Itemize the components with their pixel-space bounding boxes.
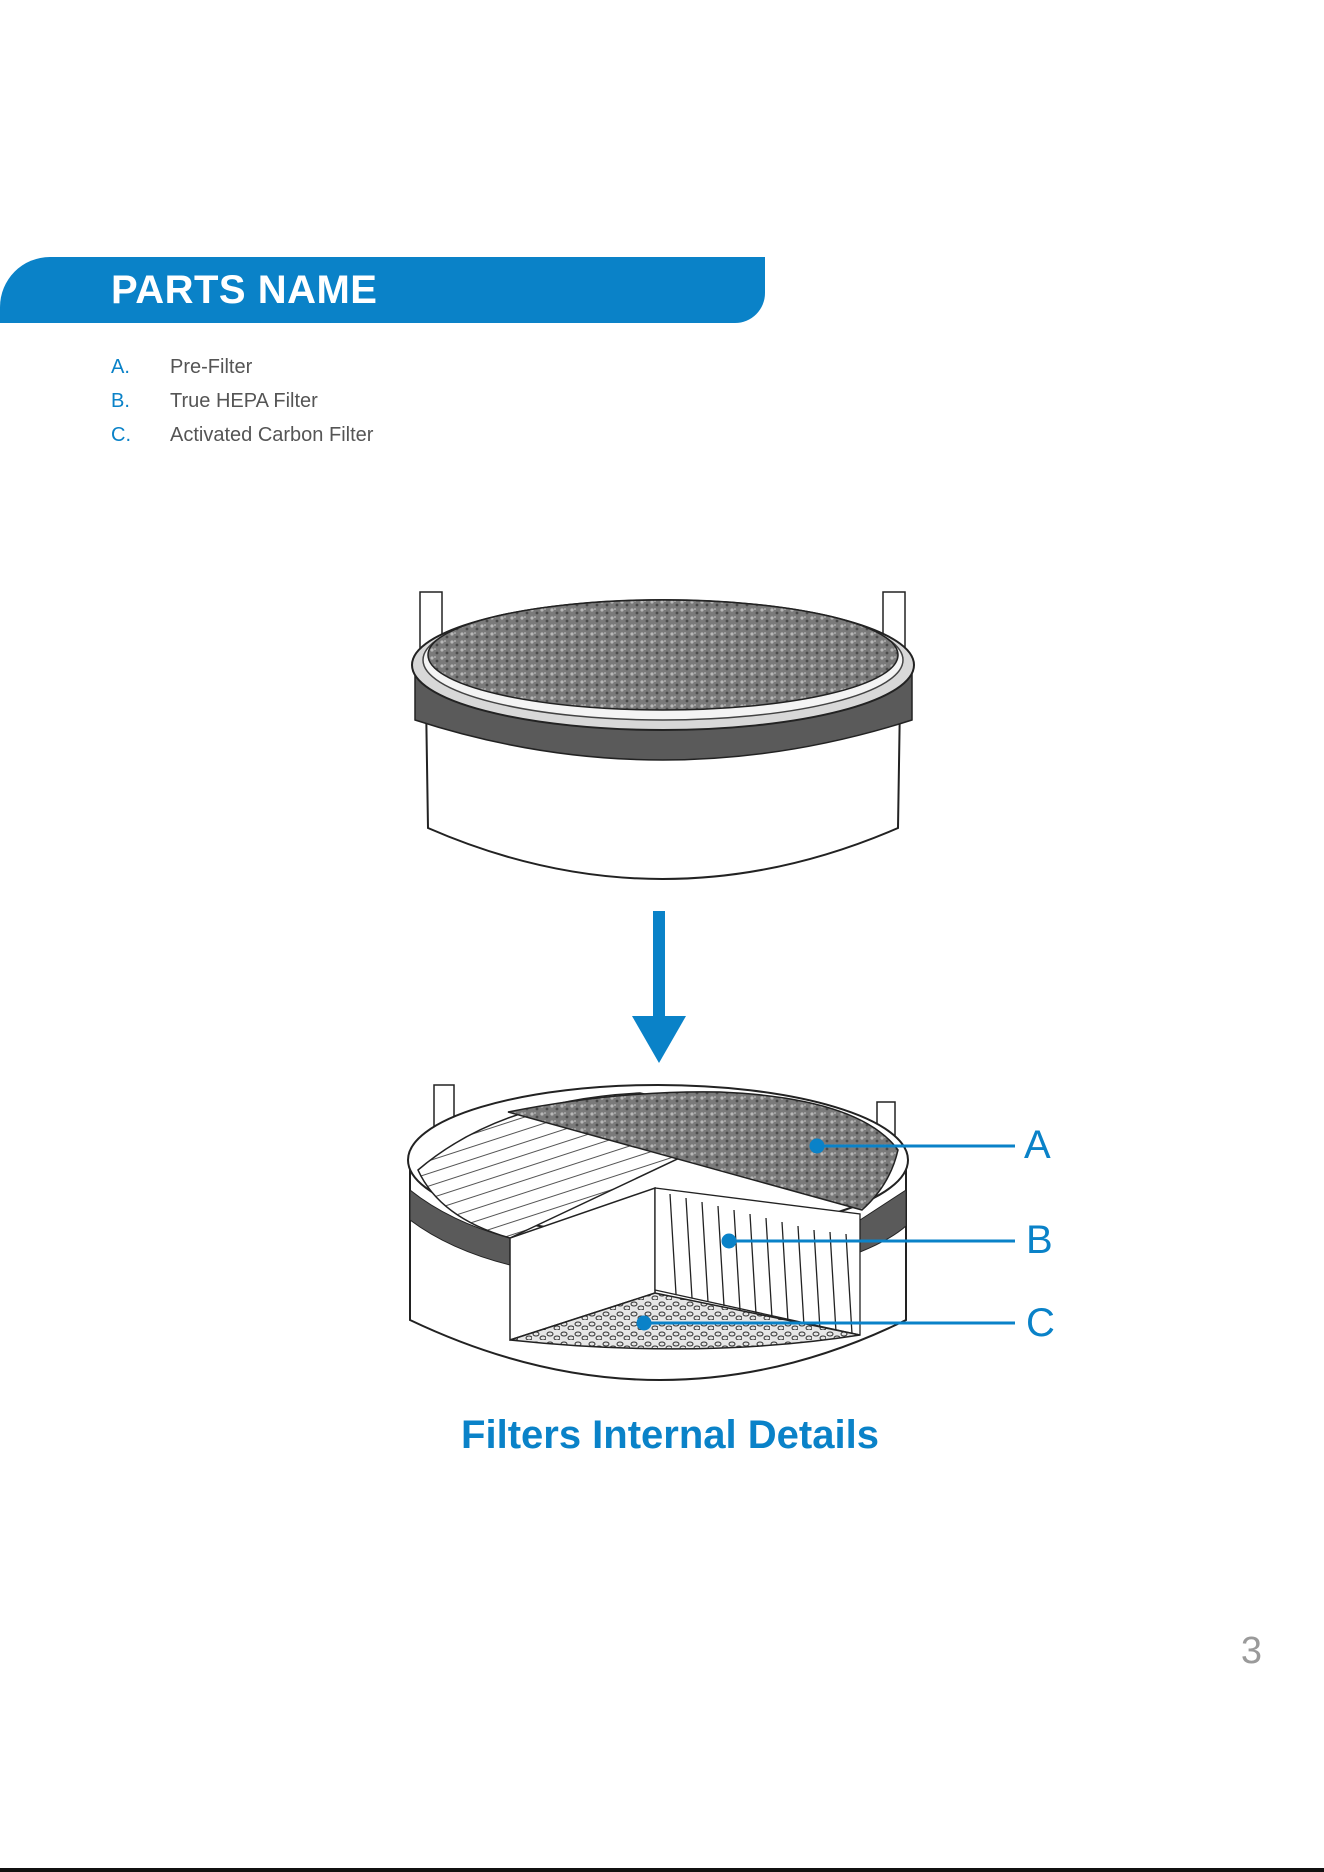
callout-label-c: C <box>1026 1303 1055 1343</box>
down-arrow-icon <box>632 911 686 1063</box>
page-number: 3 <box>1241 1630 1262 1673</box>
callout-label-a: A <box>1024 1125 1051 1165</box>
assembled-filter-drawing <box>412 592 914 879</box>
callout-label-b: B <box>1026 1220 1053 1260</box>
figure-caption: Filters Internal Details <box>0 1413 1324 1458</box>
bottom-rule <box>0 1868 1324 1872</box>
cutaway-filter-drawing <box>408 1085 908 1380</box>
pre-filter-foam <box>428 600 898 710</box>
